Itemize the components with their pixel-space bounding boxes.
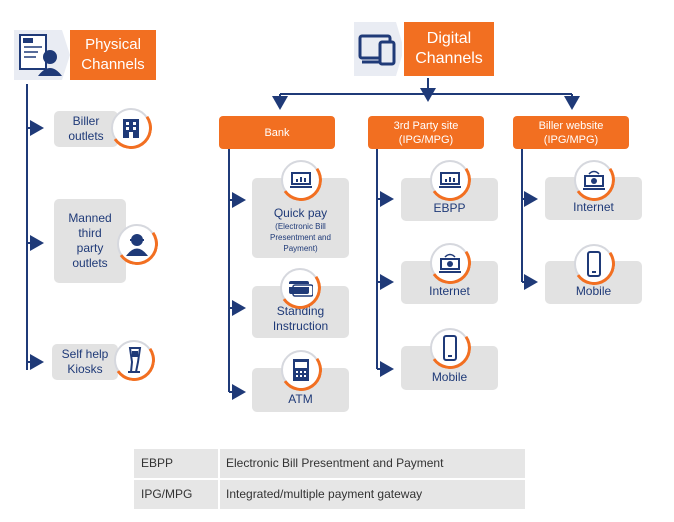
third-party-label: 3rd Party site (IPG/MPG) xyxy=(393,119,459,146)
kiosks-card: Self help Kiosks xyxy=(52,344,118,380)
biller-internet-label: Internet xyxy=(573,200,614,214)
laptop-chart-icon xyxy=(430,160,470,200)
atm-label: ATM xyxy=(288,392,313,406)
legend-abbr: EBPP xyxy=(141,456,174,470)
ebpp-label: EBPP xyxy=(433,201,466,215)
digital-channels-title: Digital Channels xyxy=(404,22,494,76)
agent-icon xyxy=(117,224,157,264)
building-icon xyxy=(111,108,151,148)
biller-website-box: Biller website (IPG/MPG) xyxy=(513,116,629,149)
kiosk-icon xyxy=(114,340,154,380)
biller-outlets-card: Biller outlets xyxy=(54,111,118,147)
legend-full: Integrated/multiple payment gateway xyxy=(226,487,423,501)
digital-title-line2: Channels xyxy=(415,50,483,67)
physical-title-line1: Physical xyxy=(85,36,141,53)
digital-title-line1: Digital xyxy=(426,30,472,47)
legend-row-ebpp: EBPP Electronic Bill Presentment and Pay… xyxy=(134,449,525,478)
devices-icon xyxy=(358,34,396,66)
legend-row-ipg: IPG/MPG Integrated/multiple payment gate… xyxy=(134,480,525,509)
third-party-internet-label: Internet xyxy=(429,284,470,298)
physical-channels-title: Physical Channels xyxy=(70,30,156,80)
quick-pay-label: Quick pay xyxy=(273,206,328,220)
bank-label: Bank xyxy=(264,126,290,139)
laptop-wifi-icon xyxy=(574,160,614,200)
legend-abbr: IPG/MPG xyxy=(141,487,193,501)
legend-divider xyxy=(218,449,220,478)
bill-person-icon xyxy=(19,34,62,76)
third-party-box: 3rd Party site (IPG/MPG) xyxy=(368,116,484,149)
third-party-mobile-label: Mobile xyxy=(431,370,468,384)
legend-divider xyxy=(218,480,220,509)
manned-outlets-label: Manned third party outlets xyxy=(68,211,112,270)
biller-outlets-label: Biller outlets xyxy=(68,114,104,143)
card-icon xyxy=(280,268,320,308)
mobile-icon xyxy=(430,328,470,368)
laptop-chart-icon xyxy=(281,160,321,200)
physical-title-line2: Channels xyxy=(81,56,145,73)
quick-pay-sub: (Electronic Bill Presentment and Payment… xyxy=(270,222,331,253)
standing-instruction-label: Standing Instruction xyxy=(272,304,329,333)
kiosks-label: Self help Kiosks xyxy=(61,347,109,376)
manned-outlets-card: Manned third party outlets xyxy=(54,199,126,283)
digital-header-icon-box xyxy=(354,22,402,76)
mobile-icon xyxy=(574,244,614,284)
bank-box: Bank xyxy=(219,116,335,149)
atm-icon xyxy=(281,350,321,390)
physical-header-icon-box xyxy=(14,30,70,80)
legend-full: Electronic Bill Presentment and Payment xyxy=(226,456,444,470)
laptop-wifi-icon xyxy=(430,243,470,283)
biller-mobile-label: Mobile xyxy=(575,284,612,298)
biller-website-label: Biller website (IPG/MPG) xyxy=(538,119,604,146)
